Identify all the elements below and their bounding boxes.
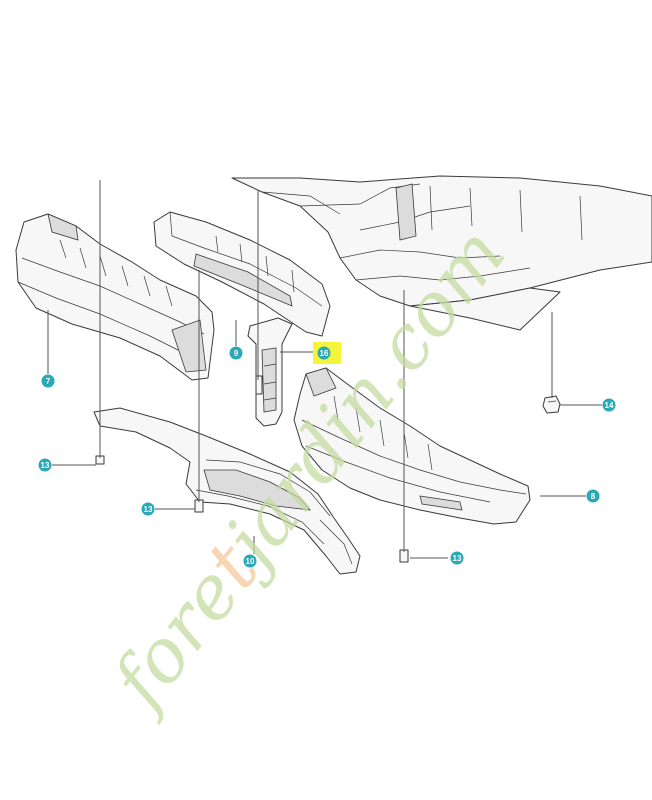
callout-7-label: 7 — [46, 377, 51, 386]
callout-9: 9 — [229, 346, 243, 360]
callout-13-right-circle — [450, 551, 464, 565]
callout-13-middle-circle — [141, 502, 155, 516]
part-8-right-bumper — [293, 367, 531, 525]
callout-14-label: 14 — [605, 401, 614, 410]
part-7-left-bumper — [15, 213, 215, 381]
callout-9-circle — [229, 346, 243, 360]
callout-8: 8 — [586, 489, 600, 503]
callout-16: 16 — [313, 342, 341, 364]
part-10-lower-frame — [93, 407, 361, 575]
callout-8-circle — [586, 489, 600, 503]
assembly-lines — [99, 180, 553, 552]
callout-7-circle — [41, 374, 55, 388]
callout-8-label: 8 — [591, 492, 596, 501]
callout-13-right: 13 — [450, 551, 464, 565]
callout-13-middle: 13 — [141, 502, 155, 516]
part-16-bracket — [247, 317, 293, 427]
callout-leaders — [47, 310, 602, 559]
callout-7: 7 — [41, 374, 55, 388]
callout-13-middle-label: 13 — [144, 505, 153, 514]
callout-13-left-circle — [38, 458, 52, 472]
callout-10-circle — [243, 554, 257, 568]
callout-10: 10 — [243, 554, 257, 568]
part-13-screws — [95, 375, 409, 563]
callout-14: 14 — [602, 398, 616, 412]
part-14-clip — [542, 395, 561, 414]
callout-10-label: 10 — [246, 557, 255, 566]
callout-16-circle — [317, 346, 331, 360]
callout-16-label: 16 — [320, 349, 329, 358]
chassis-body — [231, 175, 652, 331]
part-9-cross-beam — [153, 211, 331, 337]
callout-14-circle — [602, 398, 616, 412]
callout-13-right-label: 13 — [453, 554, 462, 563]
callout-9-label: 9 — [234, 349, 239, 358]
callout-13-left-label: 13 — [41, 461, 50, 470]
callout-13-left: 13 — [38, 458, 52, 472]
